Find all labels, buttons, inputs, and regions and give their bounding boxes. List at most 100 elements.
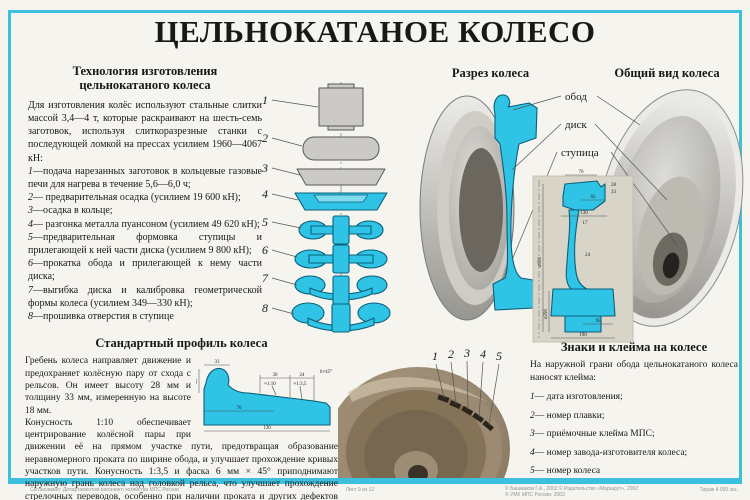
- profile-dim-28: 28: [196, 378, 199, 384]
- technology-section: Технология изготовления цельнокатаного к…: [28, 64, 262, 323]
- stage-6-rim-rolling-shape: [294, 244, 388, 274]
- stamp-item: 3— приёмочные клейма МПС;: [530, 429, 738, 439]
- profile-heading: Стандартный профиль колеса: [95, 336, 268, 350]
- step-text: —предварительная формовка ступицы и прил…: [28, 231, 262, 256]
- stamps-intro: На наружной грани обода цельнокатаного к…: [530, 360, 738, 383]
- technology-text: Для изготовления колёс используют стальн…: [28, 99, 262, 323]
- profile-text: 33 28 30 24 6×45° ≈1:10 ≈1:3,5 70 130 Гр…: [25, 355, 338, 500]
- dim-28: 28: [611, 183, 617, 188]
- stamp-item-text: — номер плавки;: [534, 410, 605, 421]
- technology-intro: Для изготовления колёс используют стальн…: [28, 99, 262, 164]
- stage-8-final-wheel-shape: [291, 302, 391, 333]
- step-number: 7: [28, 284, 33, 296]
- stage-2-upset-shape: [302, 136, 380, 161]
- callout-4: 4: [480, 347, 486, 361]
- profile-dim-chamfer: 6×45°: [320, 370, 332, 375]
- callout-3: 3: [463, 346, 470, 360]
- step-text: —подача нарезанных заготовок в кольцевые…: [28, 165, 262, 190]
- label-hub: ступица: [561, 147, 599, 159]
- tech-step: 4— разгонка металла пуансоном (усилием 4…: [28, 218, 262, 231]
- hub-bore: [408, 465, 428, 478]
- step-number: 8: [28, 311, 33, 322]
- tech-step: 8—прошивка отверстия в ступице: [28, 310, 262, 323]
- imprint-sheet: Лист 9 из 12: [345, 487, 375, 493]
- callout-1: 1: [432, 349, 438, 363]
- callout-leaders: [435, 360, 500, 426]
- stage-number-1: 1: [262, 93, 268, 107]
- dim-70: 70: [579, 170, 585, 175]
- profile-slope-1-3-5: ≈1:3,5: [294, 382, 307, 387]
- dim-24: 24: [585, 253, 591, 258]
- stage-number-4: 4: [262, 187, 268, 201]
- step-text: — разгонка металла пуансоном (усилием 49…: [33, 218, 260, 230]
- imprint-footer: Согласовано: Департаментом вагонного хоз…: [0, 486, 750, 500]
- stamp-item: 4— номер завода-изготовителя колеса;: [530, 448, 738, 458]
- cut-wheel-photo: [419, 94, 538, 321]
- stage-number-7: 7: [262, 271, 269, 285]
- stamps-section: Знаки и клейма на колесе На наружной гра…: [530, 340, 738, 476]
- dimension-lines: [542, 174, 615, 339]
- dim-dia950: ø950: [538, 257, 543, 268]
- tech-step: 7—выгибка диска и калибровка геометричес…: [28, 284, 262, 310]
- profile-slope-1-10: ≈1:10: [264, 382, 276, 387]
- imprint-copyright-line1: © Башмаков Г.А., 2002 © Издательство «Ма…: [505, 486, 639, 492]
- callout-2: 2: [448, 347, 454, 361]
- stamp-item: 5— номер колеса: [530, 466, 738, 476]
- tech-step: 1—подача нарезанных заготовок в кольцевы…: [28, 165, 262, 191]
- step-number: 6: [28, 258, 33, 270]
- step-text: —прокатка обода и прилегающей к нему час…: [28, 258, 262, 283]
- tech-step: 3—осадка в кольце;: [28, 204, 262, 217]
- stage-number-2: 2: [262, 131, 268, 145]
- technology-heading-line2: цельнокатаного колеса: [79, 78, 211, 93]
- stamp-item-text: — дата изготовления;: [534, 392, 623, 403]
- step-text: —выгибка диска и калибровка геометрическ…: [28, 284, 262, 309]
- stamp-item: 2— номер плавки;: [530, 411, 738, 421]
- dim-33: 33: [611, 190, 617, 195]
- stamp-item-number: 5: [530, 466, 535, 477]
- imprint-left: Согласовано: Департаментом вагонного хоз…: [30, 487, 179, 493]
- step-number: 3: [28, 205, 33, 217]
- general-view-heading: Общий вид колеса: [614, 66, 720, 80]
- imprint-copyright-line2: © УМК МПС России, 2002: [505, 492, 565, 498]
- dim-65: 65: [591, 195, 597, 200]
- stamp-item-number: 4: [530, 447, 535, 458]
- tech-step: 2— предварительная осадка (усилием 19 60…: [28, 191, 262, 204]
- wheel-profile-drawing: 33 28 30 24 6×45° ≈1:10 ≈1:3,5 70 130: [196, 360, 332, 432]
- profile-dim-24: 24: [300, 373, 306, 378]
- step-number: 2: [28, 192, 33, 204]
- step-text: —прошивка отверстия в ступице: [33, 311, 174, 322]
- step-number: 4: [28, 218, 33, 230]
- dim-190: 190: [579, 333, 587, 338]
- stage-5-hub-forming-shape: [298, 215, 384, 245]
- technology-heading-line1: Технология изготовления: [72, 64, 218, 78]
- callout-5: 5: [496, 349, 502, 363]
- stage-leader-lines: [271, 99, 319, 315]
- stage-1-ingot-shape: [318, 83, 364, 131]
- stage-number-6: 6: [262, 243, 268, 257]
- cut-section-profile: [492, 94, 538, 311]
- dim-17: 17: [583, 221, 589, 226]
- stage-4-punched-blank-shape: [294, 192, 388, 211]
- stamp-marks: [437, 394, 494, 432]
- profile-dim-30: 30: [273, 373, 279, 378]
- cross-section-heading: Разрез колеса: [451, 66, 530, 80]
- stamp-item-text: — номер колеса: [534, 466, 601, 477]
- profile-paragraph-1: Гребень колеса направляет движение и пре…: [25, 356, 191, 416]
- imprint-copyright: © Башмаков Г.А., 2002 © Издательство «Ма…: [505, 486, 638, 498]
- step-number: 5: [28, 231, 33, 243]
- stamp-item: 1— дата изготовления;: [530, 392, 738, 402]
- wheel-section-drawing: 70 28 33 65 17 130 24 ø950 ø290 95 190: [532, 170, 634, 343]
- tech-step: 5—предварительная формовка ступицы и при…: [28, 231, 262, 257]
- stage-number-8: 8: [262, 301, 268, 315]
- stage-3-ring-upset-shape: [296, 168, 386, 186]
- stamps-heading: Знаки и клейма на колесе: [560, 340, 708, 354]
- dim-130: 130: [580, 211, 588, 216]
- tech-step: 6—прокатка обода и прилегающей к нему ча…: [28, 257, 262, 283]
- imprint-print-run: Тираж 4 000 экз.: [699, 487, 738, 493]
- stamp-item-number: 2: [530, 410, 535, 421]
- profile-dim-33: 33: [215, 360, 221, 365]
- step-text: — предварительная осадка (усилием 19 600…: [33, 192, 241, 204]
- forging-stages-diagram: 1 2 3 4 5 6 7 8: [261, 82, 391, 333]
- stage-7-disk-bending-shape: [294, 275, 388, 307]
